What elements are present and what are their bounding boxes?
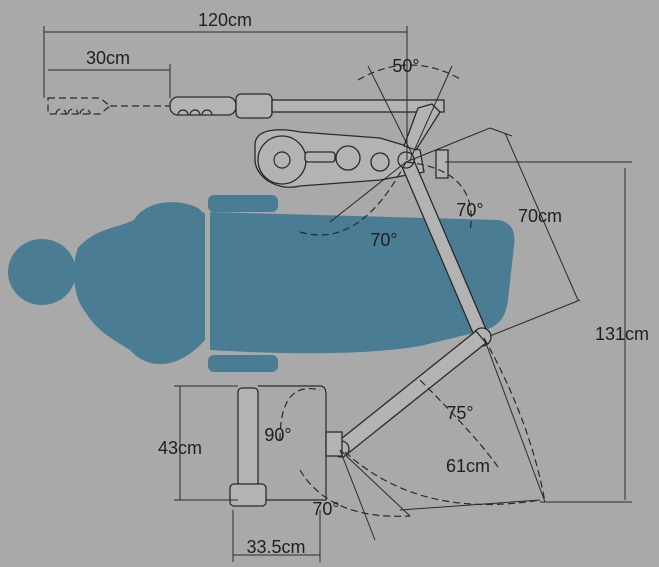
label-angle-spittoon: 90° — [264, 425, 291, 445]
tray-arm — [271, 99, 445, 113]
seat — [210, 212, 515, 354]
cuspidor-unit — [254, 129, 425, 188]
label-length-assistant-arm: 70cm — [518, 206, 562, 226]
tray-body — [235, 93, 273, 119]
label-angle-chair: 70° — [370, 230, 397, 250]
label-width-total: 120cm — [198, 10, 252, 30]
label-width-tray: 30cm — [86, 48, 130, 68]
label-length-lamp-arm: 61cm — [446, 456, 490, 476]
assistant-arm — [397, 103, 492, 347]
label-height-total: 131cm — [595, 324, 649, 344]
right-armrest — [208, 355, 278, 372]
dimension-labels: 120cm 30cm 50° 70° 70° 70cm 131cm 75° 61… — [86, 10, 649, 557]
label-spittoon-height: 43cm — [158, 438, 202, 458]
cuspidor-bowl — [257, 135, 307, 185]
angle-indicators — [279, 64, 546, 541]
label-angle-top: 50° — [392, 56, 419, 76]
label-spittoon-width: 33.5cm — [246, 537, 305, 557]
label-angle-assistant-arm: 70° — [456, 200, 483, 220]
label-angle-bottom: 70° — [312, 499, 339, 519]
left-armrest — [208, 195, 278, 212]
floor-unit — [229, 385, 343, 507]
headrest — [8, 239, 76, 305]
dimension-lines — [43, 26, 632, 562]
instrument-tray — [47, 93, 445, 119]
floor-unit-base — [229, 483, 267, 507]
tray-extended-position — [47, 97, 170, 115]
label-angle-lamp-arm: 75° — [446, 403, 473, 423]
backrest — [74, 202, 206, 365]
